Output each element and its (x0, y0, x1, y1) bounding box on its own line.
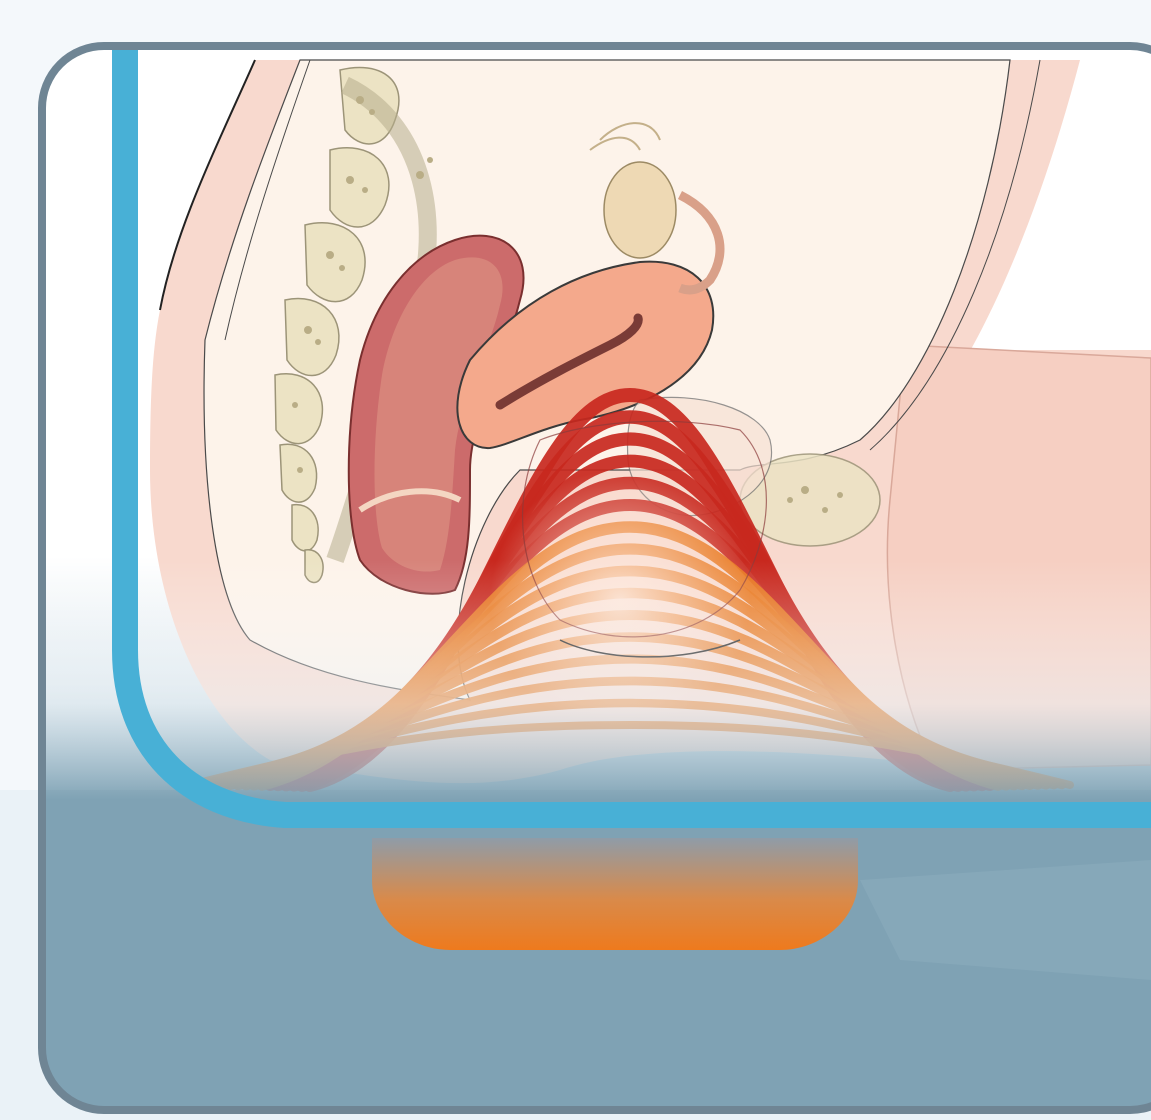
seat-shadow (42, 560, 1151, 800)
magnetic-coil (372, 838, 858, 950)
ovary (604, 162, 676, 258)
